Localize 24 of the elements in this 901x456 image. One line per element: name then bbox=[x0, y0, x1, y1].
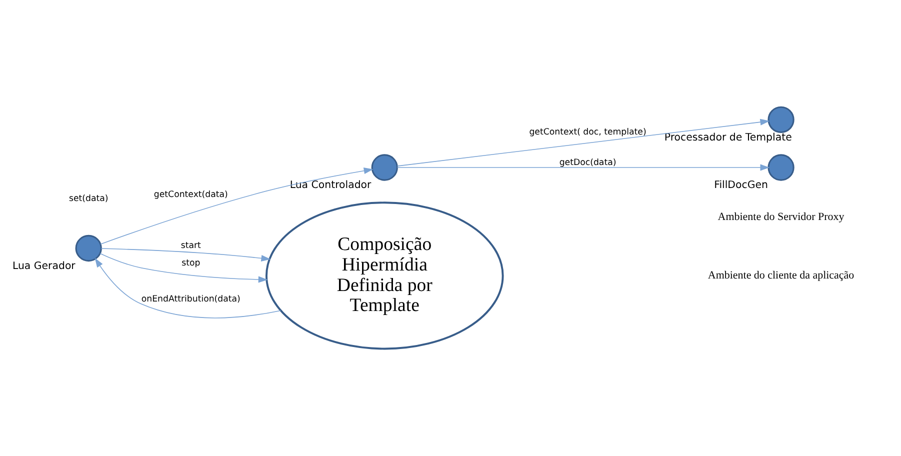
arrow bbox=[396, 118, 770, 166]
node-ellipse: Composição Hipermídia Definida por Template bbox=[266, 202, 504, 350]
node-circle bbox=[75, 234, 102, 262]
label: Ambiente do cliente da aplicação bbox=[708, 270, 854, 282]
edge-label: getContext(data) bbox=[154, 190, 228, 200]
arrow bbox=[100, 248, 271, 262]
edge-label: stop bbox=[182, 258, 200, 268]
node-circle bbox=[768, 154, 794, 181]
edge-label: getContext( doc, template) bbox=[529, 127, 646, 138]
arrow bbox=[100, 253, 268, 283]
node-circle bbox=[371, 154, 398, 181]
node-label: Processador de Template bbox=[664, 132, 792, 144]
node-label: FillDocGen bbox=[714, 180, 768, 192]
edge-label: getDoc(data) bbox=[559, 158, 616, 168]
node-label: Lua Gerador bbox=[12, 260, 76, 272]
arrow bbox=[100, 168, 374, 244]
label: set(data) bbox=[68, 194, 108, 204]
label: Ambiente do Servidor Proxy bbox=[718, 210, 844, 223]
arrow bbox=[396, 164, 770, 171]
node-circle bbox=[768, 106, 794, 133]
edge-label: start bbox=[180, 241, 201, 252]
arrow bbox=[94, 258, 281, 318]
edge-label: onEndAttribution(data) bbox=[141, 294, 240, 304]
node-label: Lua Controlador bbox=[290, 180, 372, 192]
